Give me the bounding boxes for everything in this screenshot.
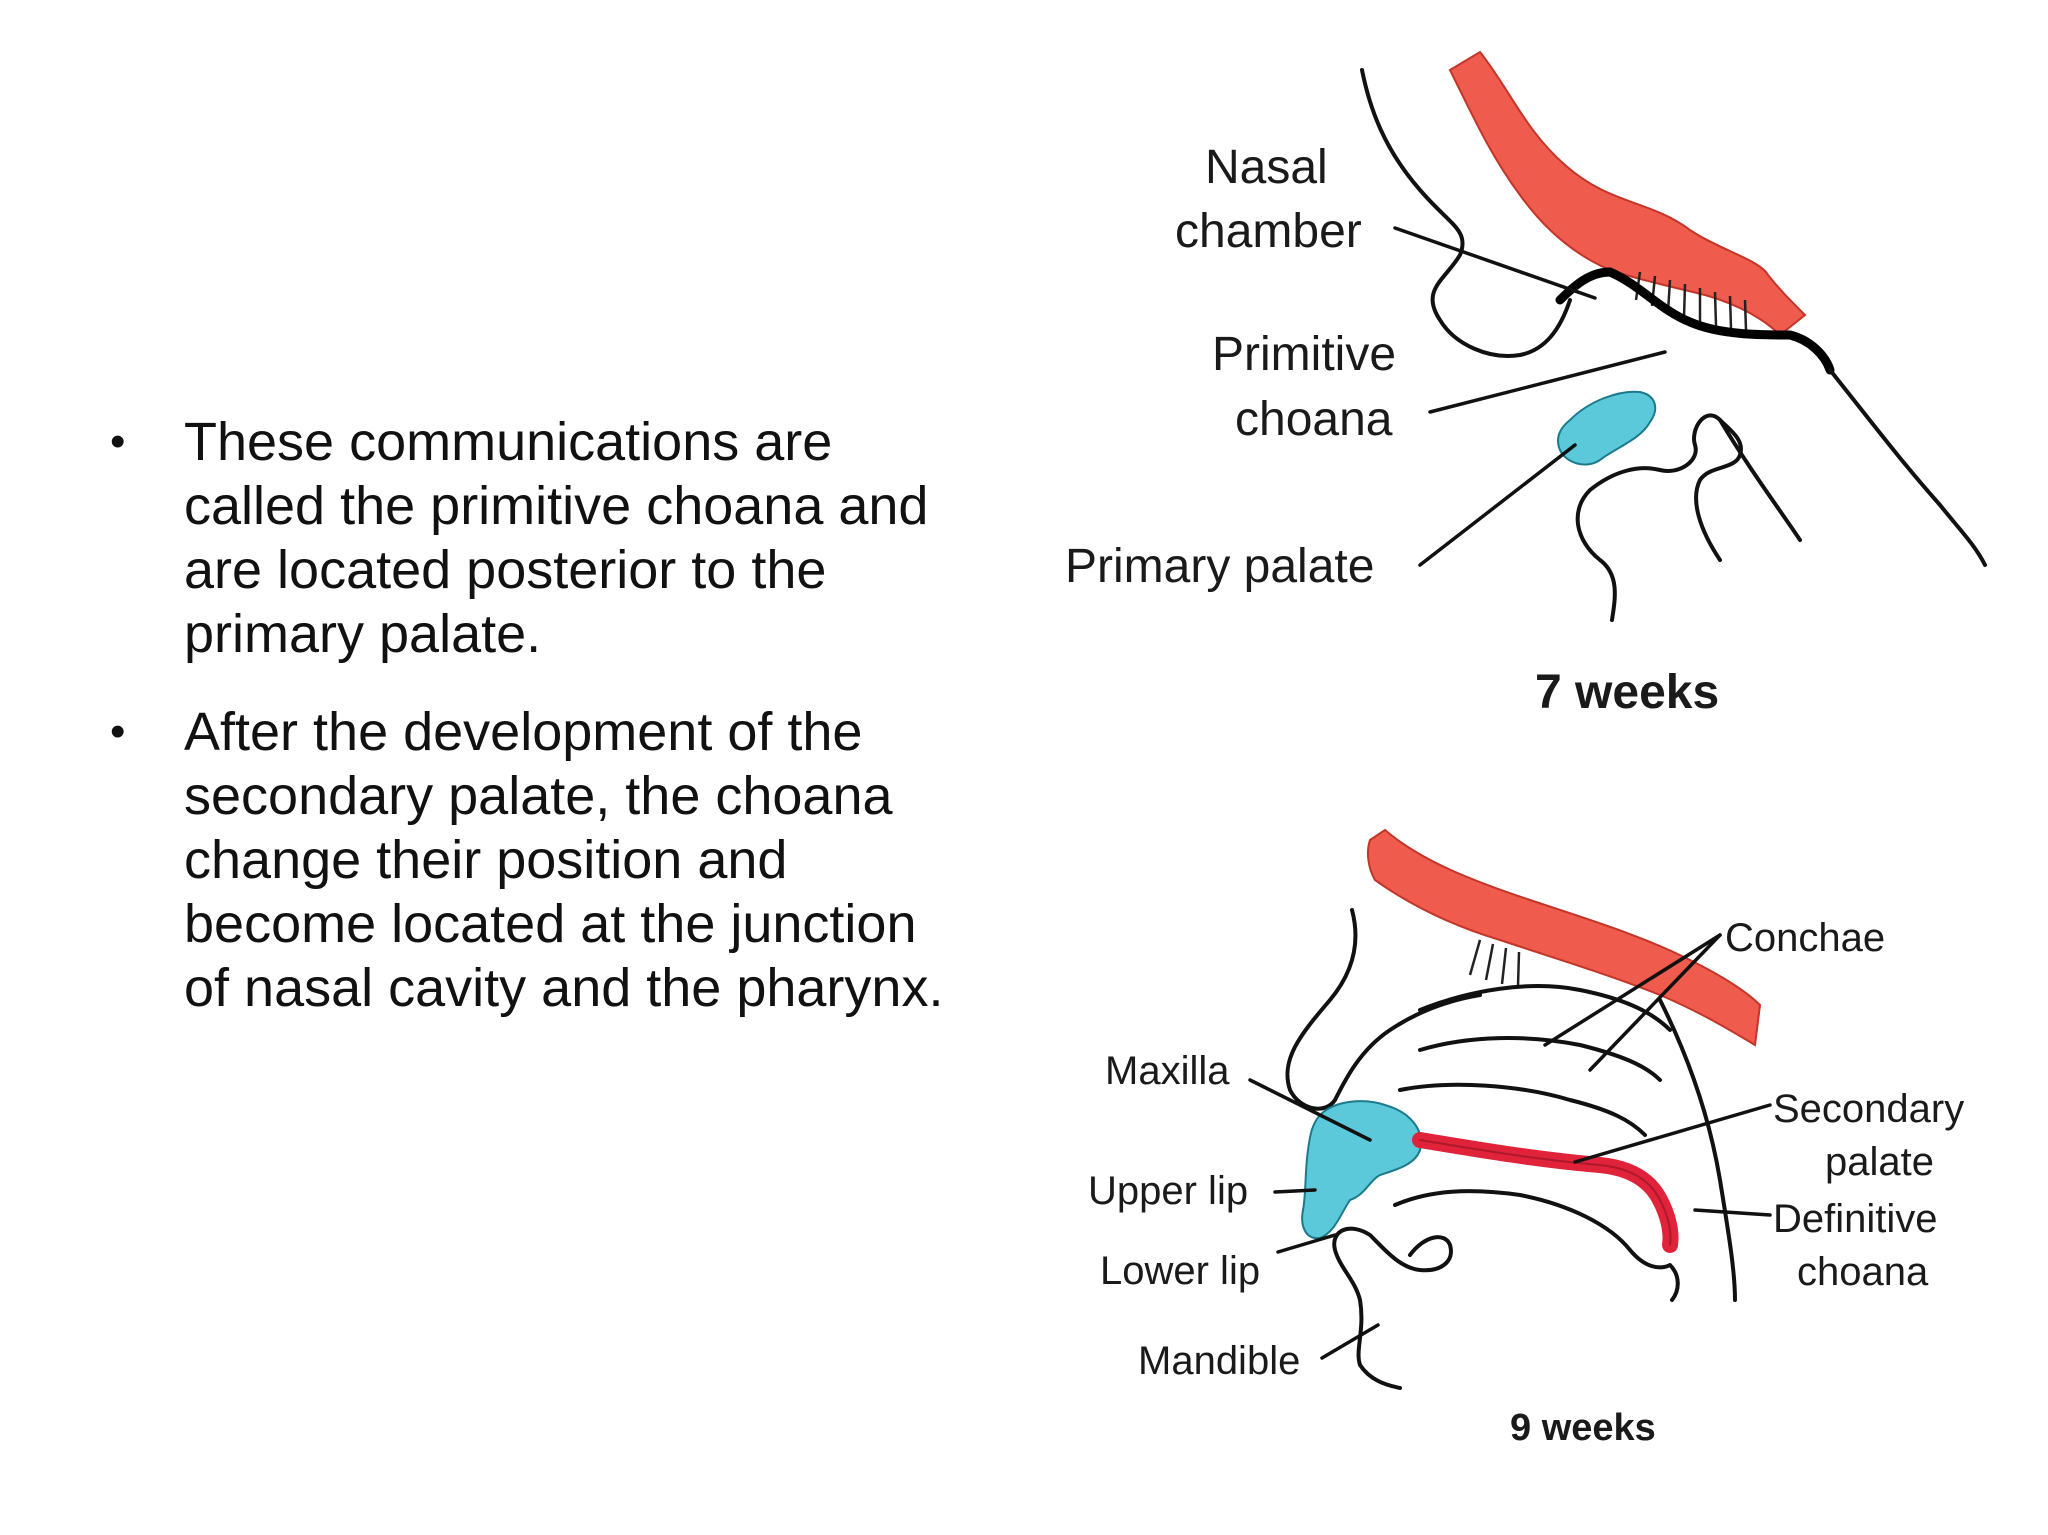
pharynx-wall-top — [1828, 368, 1987, 567]
primary-palate-blob — [1557, 390, 1657, 466]
bullet-item-1: • These communications are called the pr… — [110, 410, 1040, 666]
bullet-item-2: • After the development of the secondary… — [110, 700, 1040, 1020]
secondary-palate-outline — [1419, 1139, 1672, 1246]
pharynx-wall-bottom — [1658, 998, 1737, 1302]
diagram-7-weeks: Nasal chamber Primitive choana Primary p… — [1065, 50, 1987, 719]
leader-conchae-2 — [1588, 933, 1722, 1072]
embryology-diagram: Nasal chamber Primitive choana Primary p… — [1065, 50, 1987, 1449]
concha-middle — [1418, 1036, 1662, 1082]
bullet-line: change their position and — [184, 830, 788, 890]
bullet-line: secondary palate, the choana — [184, 766, 893, 826]
label-definitive: Definitive — [1773, 1197, 1938, 1241]
leader-conchae-1 — [1543, 933, 1722, 1047]
bullet-dot: • — [110, 417, 126, 466]
nasal-roof-line — [1555, 267, 1835, 375]
concha-lower — [1398, 1082, 1647, 1137]
cranial-band-bottom — [1366, 828, 1762, 1047]
bullet-line: are located posterior to the — [184, 540, 827, 600]
leader-mandible — [1320, 1323, 1380, 1360]
maxilla-blob — [1301, 1100, 1422, 1240]
leader-lower-lip — [1276, 1233, 1337, 1254]
bullet-dot: • — [110, 707, 126, 756]
label-secondary: Secondary — [1773, 1087, 1964, 1131]
label-chamber: chamber — [1175, 205, 1362, 258]
leader-nasal-chamber — [1393, 226, 1597, 300]
label-lower-lip: Lower lip — [1100, 1249, 1260, 1293]
hatch-lines-top — [1634, 271, 1748, 331]
bullet-line: primary palate. — [184, 604, 542, 664]
label-mandible: Mandible — [1138, 1339, 1300, 1383]
leader-definitive-choana — [1693, 1208, 1772, 1217]
bullet-line: After the development of the — [184, 702, 863, 762]
bullet-line: called the primitive choana and — [184, 476, 929, 536]
tongue-outline — [1393, 1189, 1680, 1302]
label-maxilla: Maxilla — [1105, 1049, 1230, 1093]
jaw-outline-top — [1575, 413, 1743, 622]
label-upper-lip: Upper lip — [1088, 1169, 1248, 1213]
label-conchae: Conchae — [1725, 916, 1885, 960]
diagram-9-weeks: Conchae Maxilla Upper lip Lower lip Mand… — [1088, 828, 1964, 1449]
caption-7-weeks: 7 weeks — [1535, 666, 1719, 719]
hatch-lines-bottom — [1468, 939, 1521, 987]
leader-upper-lip — [1273, 1188, 1317, 1194]
label-palate: palate — [1825, 1140, 1934, 1184]
cranial-band-top — [1448, 50, 1807, 337]
bullet-list: • These communications are called the pr… — [110, 410, 1040, 1054]
mandible-outline — [1332, 1226, 1453, 1390]
caption-9-weeks: 9 weeks — [1510, 1407, 1656, 1449]
leader-primitive-choana — [1428, 350, 1667, 414]
leader-primary-palate — [1418, 443, 1577, 567]
pharynx-wall-top-inner — [1718, 418, 1802, 542]
bullet-line: become located at the junction — [184, 894, 917, 954]
label-nasal: Nasal — [1205, 141, 1328, 194]
label-primary-palate: Primary palate — [1065, 540, 1374, 593]
bullet-line: These communications are — [184, 412, 833, 472]
label-choana-top: choana — [1235, 393, 1393, 446]
leader-secondary-palate — [1573, 1103, 1772, 1164]
leader-maxilla — [1248, 1078, 1372, 1142]
bullet-line: of nasal cavity and the pharynx. — [184, 958, 944, 1018]
face-outline-top — [1360, 68, 1572, 358]
label-primitive: Primitive — [1212, 328, 1396, 381]
label-choana-bottom: choana — [1797, 1250, 1929, 1294]
face-outline-bottom — [1285, 908, 1482, 1111]
